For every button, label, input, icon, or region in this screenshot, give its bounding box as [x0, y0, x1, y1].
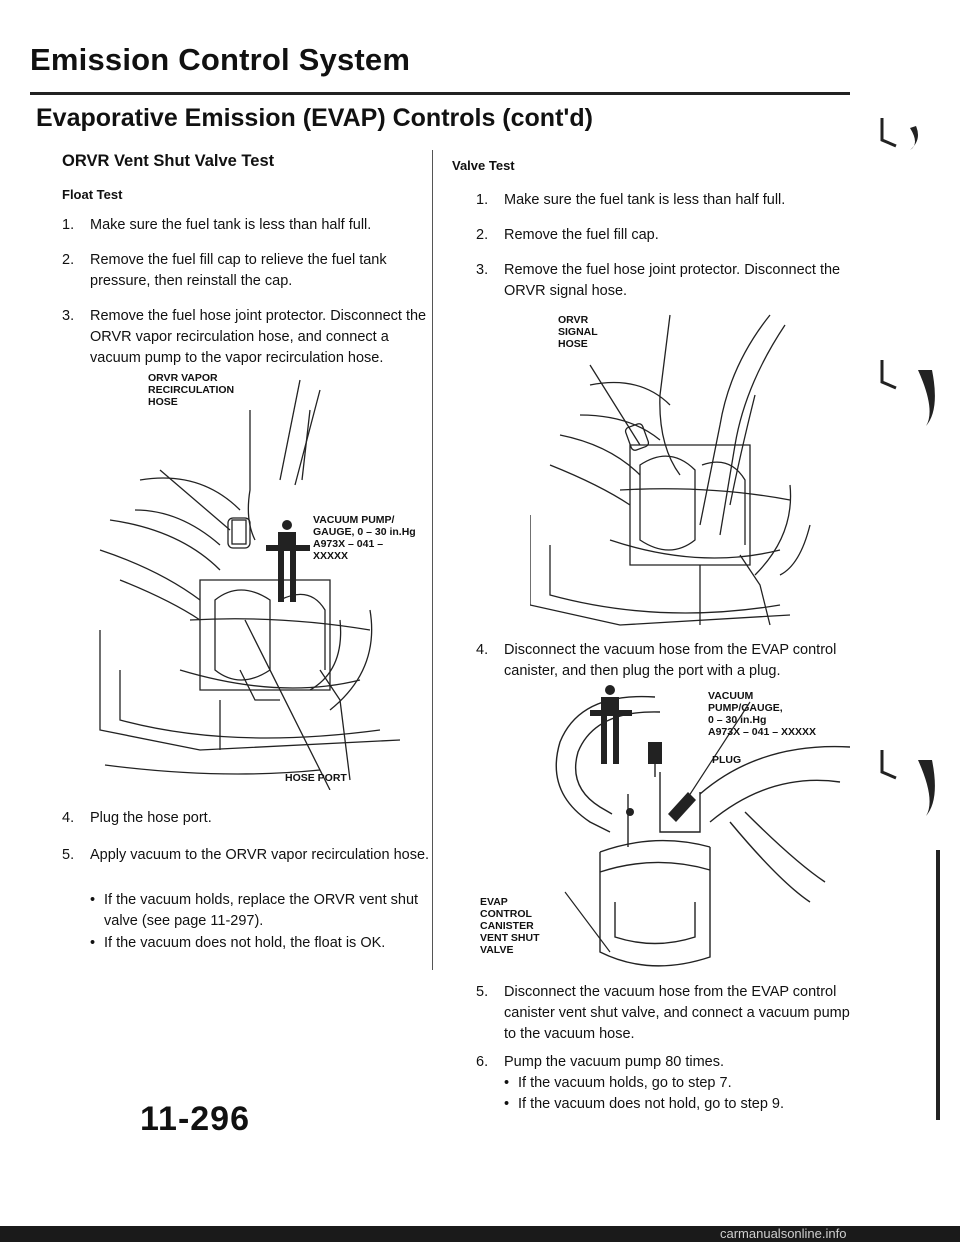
left-bullet-1: •If the vacuum holds, replace the ORVR v… — [90, 892, 419, 929]
column-divider — [432, 150, 433, 970]
vacuum-pump-gauge-label-2: VACUUM PUMP/GAUGE, 0 – 30 in.Hg A973X – … — [708, 690, 816, 738]
float-test-heading: Float Test — [62, 187, 123, 202]
left-step-5: 5.Apply vacuum to the ORVR vapor recircu… — [62, 847, 430, 863]
orvr-signal-hose-label: ORVR SIGNAL HOSE — [558, 314, 598, 350]
right-bullet-2: •If the vacuum does not hold, go to step… — [504, 1096, 785, 1112]
page-number: 11-296 — [140, 1100, 250, 1138]
right-step-6: 6.Pump the vacuum pump 80 times. — [476, 1054, 725, 1070]
plug-label: PLUG — [712, 754, 742, 766]
page-title: Emission Control System — [30, 42, 411, 77]
left-bullet-2: •If the vacuum does not hold, the float … — [90, 935, 386, 951]
right-step-4: 4.Disconnect the vacuum hose from the EV… — [476, 642, 837, 679]
title-rule — [30, 92, 850, 95]
float-test-illustration — [99, 379, 401, 790]
right-step-3: 3.Remove the fuel hose joint protector. … — [476, 262, 841, 299]
vacuum-pump-gauge-label: VACUUM PUMP/ GAUGE, 0 – 30 in.Hg A973X –… — [313, 514, 416, 562]
watermark: carmanualsonline.info — [720, 1226, 847, 1241]
right-step-1: 1.Make sure the fuel tank is less than h… — [476, 192, 786, 208]
valve-test-heading: Valve Test — [452, 158, 515, 173]
evap-vent-shut-valve-label: EVAP CONTROL CANISTER VENT SHUT VALVE — [480, 896, 540, 956]
canister-illustration — [555, 685, 851, 967]
margin-marks — [880, 118, 940, 1120]
left-step-2: 2.Remove the fuel fill cap to relieve th… — [62, 252, 387, 289]
left-step-3: 3.Remove the fuel hose joint protector. … — [62, 308, 427, 366]
valve-test-illustration — [530, 314, 811, 626]
left-step-1: 1.Make sure the fuel tank is less than h… — [62, 217, 372, 233]
left-section-title: ORVR Vent Shut Valve Test — [62, 152, 275, 170]
section-subtitle: Evaporative Emission (EVAP) Controls (co… — [36, 104, 593, 132]
right-step-2: 2.Remove the fuel fill cap. — [476, 227, 659, 243]
left-step-4: 4.Plug the hose port. — [62, 810, 212, 826]
right-step-5: 5.Disconnect the vacuum hose from the EV… — [476, 984, 850, 1042]
bottom-bar — [0, 1226, 960, 1242]
orvr-vapor-hose-label: ORVR VAPOR RECIRCULATION HOSE — [148, 372, 235, 408]
hose-port-label: HOSE PORT — [285, 772, 347, 784]
right-bullet-1: •If the vacuum holds, go to step 7. — [504, 1075, 732, 1091]
